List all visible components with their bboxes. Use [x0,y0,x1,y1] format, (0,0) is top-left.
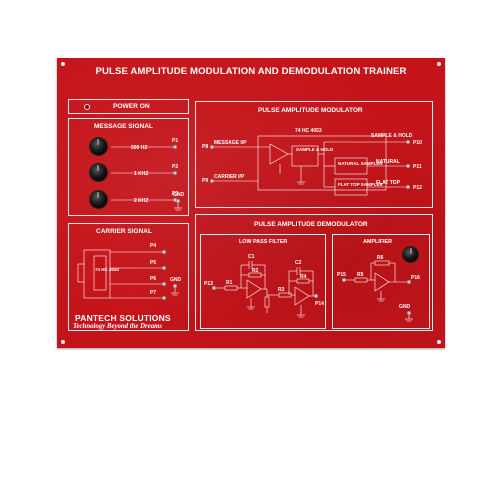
flat-top-sampler-label: FLAT TOP SAMPLER [338,182,383,187]
r3-label: R3 [278,287,285,293]
sample-hold-out-label: SAMPLE & HOLD [371,133,413,139]
jack-p4[interactable] [162,250,166,254]
jack-p15[interactable] [342,278,346,282]
flat-top-out-label: FLAT TOP [376,180,400,186]
freq-label-1: 500 HZ [131,145,148,151]
p7-label: P7 [150,290,157,296]
message-ip-label: MESSAGE I/P [214,140,247,146]
lpf-title: LOW PASS FILTER [239,239,288,245]
screw [437,340,441,344]
r6-label: R6 [377,255,384,261]
jack-p13[interactable] [212,286,216,290]
p9-label: P9 [202,178,209,184]
power-led [84,104,90,110]
c1-label: C1 [248,254,255,260]
low-pass-filter-section: LOW PASS FILTER [200,234,326,329]
jack-p5[interactable] [162,266,166,270]
jack-p8[interactable] [210,145,214,149]
message-signal-section: MESSAGE SIGNAL 500 HZ 1 KHZ 2 KHZ P1 P2 … [68,118,189,216]
freq-label-2: 1 KHZ [134,171,149,177]
jack-p2[interactable] [173,171,177,175]
jack-amp-gnd[interactable] [407,311,411,315]
screw [437,62,441,66]
p11-label: P11 [413,164,422,170]
carrier-signal-section: CARRIER SIGNAL 74 HC 4040 P4 P5 P6 P7 GN… [68,223,189,331]
r2-label: R2 [252,268,259,274]
amplitude-knob-2[interactable] [90,164,107,181]
screw [61,340,65,344]
amplifier-title: AMPLIFIER [363,239,393,245]
lpf-schematic [215,261,315,318]
sample-hold-block-label: SAMPLE & HOLD [296,147,334,152]
p3-label: P3 [172,191,179,197]
demodulator-section: PULSE AMPLITUDE DEMODULATOR LOW PASS FIL… [195,214,433,331]
amplifier-section: AMPLIFIER [332,234,430,329]
message-signal-title: MESSAGE SIGNAL [94,123,153,130]
p14-label: P14 [315,301,324,307]
amplitude-knob-3[interactable] [90,191,107,208]
p12-label: P12 [413,185,422,191]
p1-label: P1 [172,138,179,144]
amplifier-schematic [345,260,413,322]
modulator-title: PULSE AMPLITUDE MODULATOR [258,107,363,114]
p16-label: P16 [411,275,420,281]
c2-label: C2 [295,260,302,266]
message-gnd-label: GND [173,192,185,198]
p15-label: P15 [337,272,346,278]
carrier-chip-label: 74 HC 4040 [95,267,120,272]
jack-p7[interactable] [162,296,166,300]
trainer-panel: PULSE AMPLITUDE MODULATION AND DEMODULAT… [57,58,445,348]
jack-p12[interactable] [406,185,410,189]
gain-knob[interactable] [403,247,418,262]
carrier-gnd-symbol [171,288,179,296]
power-on-label: POWER ON [113,103,150,110]
natural-sampler-label: NATURAL SAMPLER [338,161,383,166]
brand-tagline: Technology Beyond the Dreams [73,323,163,330]
amplitude-knob-1[interactable] [90,138,107,155]
p8-label: P8 [202,144,209,150]
freq-label-3: 2 KHZ [134,198,149,204]
p10-label: P10 [413,140,422,146]
jack-p11[interactable] [406,164,410,168]
carrier-signal-title: CARRIER SIGNAL [96,228,152,235]
jack-p16[interactable] [407,280,411,284]
jack-p6[interactable] [162,282,166,286]
p4-label: P4 [150,243,157,249]
r5-label: R5 [357,272,364,278]
p2-label: P2 [172,164,179,170]
jack-carrier-gnd[interactable] [173,284,177,288]
p13-label: P13 [204,281,213,287]
natural-out-label: NATURAL [376,159,400,165]
carrier-ip-label: CARRIER I/P [214,174,245,180]
r1-label: R1 [226,280,233,286]
jack-message-gnd[interactable] [176,199,180,203]
power-section: POWER ON [68,99,189,114]
message-wiring [111,146,173,201]
modulator-section: PULSE AMPLITUDE MODULATOR 74 HC 4053 [195,101,433,208]
p5-label: P5 [150,260,157,266]
brand-logo: PANTECH SOLUTIONS [75,313,171,323]
screw [61,62,65,66]
jack-p10[interactable] [406,140,410,144]
jack-p14[interactable] [314,294,318,298]
r4-label: R4 [300,274,307,280]
message-gnd-symbol [174,203,182,211]
modulator-chip-label: 74 HC 4053 [295,128,322,134]
demodulator-title: PULSE AMPLITUDE DEMODULATOR [254,221,368,228]
panel-title: PULSE AMPLITUDE MODULATION AND DEMODULAT… [95,66,407,77]
p6-label: P6 [150,276,157,282]
modulator-schematic [213,135,406,196]
carrier-chip-drawing [77,249,164,299]
amp-gnd-label: GND [399,304,411,310]
carrier-gnd-label: GND [170,277,182,283]
jack-p9[interactable] [210,179,214,183]
jack-p1[interactable] [173,145,177,149]
